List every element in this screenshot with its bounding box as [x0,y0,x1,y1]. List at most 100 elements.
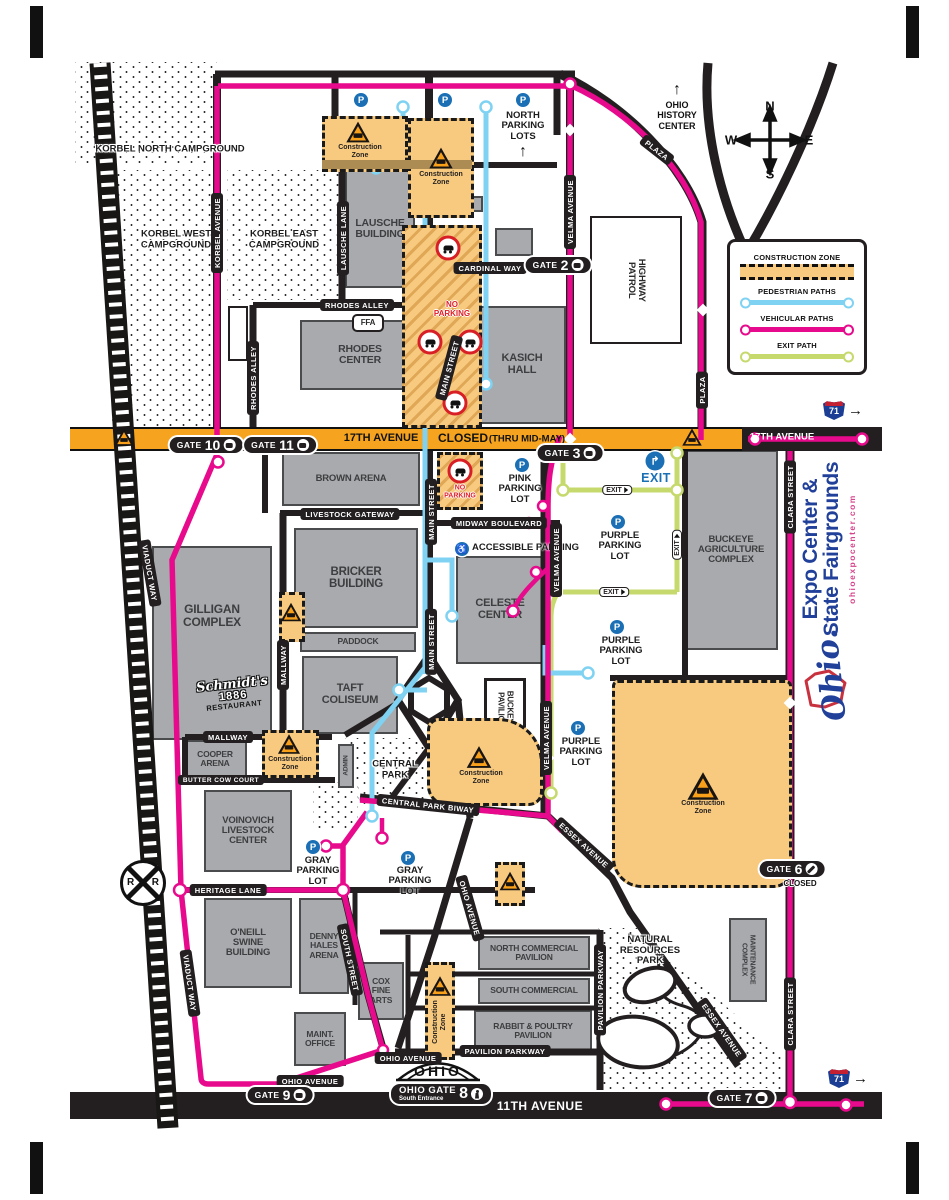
korbel-east-label: KORBEL EAST CAMPGROUND [248,228,320,250]
interstate-71-marker: 71 → [823,400,863,420]
no-parking-car-icon [417,329,443,355]
gate-number: 11 [279,437,294,453]
legend-construction: CONSTRUCTION ZONE [740,253,854,280]
right-arrow-icon: → [853,1069,868,1087]
building-brown-arena: BROWN ARENA [282,452,420,506]
legend-exit: EXIT PATH [740,341,854,361]
building-label: GILLIGAN COMPLEX [183,602,241,629]
parking-icon: P [306,840,320,854]
purple-parking-label: PURPLE PARKING LOT [599,635,643,667]
legend-label: PEDESTRIAN PATHS [758,287,836,296]
street-main-street-s: MAIN STREET [425,609,437,675]
gate-number: 2 [560,257,569,273]
parking-icon: P [611,515,625,529]
ohio-state-outline-icon [804,669,847,709]
construction-warning-icon [687,772,719,800]
parking-icon: P [401,851,415,865]
construction-warning-icon [682,428,702,446]
street-cardinal-way: CARDINAL WAY [453,262,527,274]
street-pavilion-parkway-h: PAVILION PARKWAY [459,1045,551,1057]
street-clara-street-s: CLARA STREET [784,977,796,1051]
building-label: CELESTE CENTER [475,597,525,621]
building-label: PADDOCK [337,636,379,647]
construction-road [322,160,472,169]
gate-number: 3 [572,445,581,461]
gate-booth-icon [583,447,596,459]
street-mallway-h: MALLWAY [203,731,253,743]
building-label: TAFT COLISEUM [321,682,379,706]
street-pavilion-parkway-v: PAVILION PARKWAY [594,944,606,1036]
building-small [228,306,248,361]
street-velma-avenue-s: VELMA AVENUE [540,701,552,775]
gate-pedestrian-icon [471,1088,484,1100]
building-label: FFA [360,317,376,327]
street-livestock-gateway: LIVESTOCK GATEWAY [300,508,400,520]
construction-warning-icon [114,428,134,446]
crop-mark [906,1142,919,1194]
gate-number: 7 [744,1090,753,1106]
street-11th-avenue: 11TH AVENUE [496,1099,584,1113]
compass-n: N [765,98,775,114]
construction-zone-label: Construction Zone [459,769,503,785]
parking-icon: P [438,93,452,107]
exit-icon: ↱ [645,451,665,471]
construction-warning-icon [346,121,370,143]
building-label: VOINOVICH LIVESTOCK CENTER [221,814,275,847]
legend-label: CONSTRUCTION ZONE [753,253,841,262]
building-label: KASICH HALL [501,352,543,376]
gate-word: GATE [251,440,277,450]
street-17th-closed: CLOSED [437,431,489,445]
gate-word: GATE [532,260,558,270]
purple-parking-label: PURPLE PARKING LOT [598,530,642,562]
gate-number: 9 [282,1087,291,1103]
no-parking-car-icon [447,458,473,484]
legend-label: VEHICULAR PATHS [760,314,834,323]
legend: CONSTRUCTION ZONE PEDESTRIAN PATHS VEHIC… [727,239,867,375]
construction-warning-icon [466,746,492,768]
interstate-71-marker: 71 → [828,1068,868,1088]
exit-swatch [744,354,850,359]
street-main-street-c: MAIN STREET [425,479,437,545]
korbel-east-campground-area [227,170,340,300]
gate-6-closed-note: CLOSED [783,879,817,888]
korbel-west-label: KORBEL WEST CAMPGROUND [140,228,212,250]
gate-number: 10 [204,437,221,453]
parking-icon: P [610,620,624,634]
building-bricker: BRICKER BUILDING [294,528,418,628]
parking-icon: P [571,721,585,735]
building-voinovich-livestock: VOINOVICH LIVESTOCK CENTER [204,790,292,872]
construction-warning-icon [429,147,453,169]
compass-e: E [804,132,814,148]
rr-letter: R [151,877,159,888]
crop-mark [906,6,919,58]
path-nodes [172,77,869,1112]
gate-word: GATE [716,1093,742,1103]
construction-zone-label: Construction Zone [338,143,382,159]
gate-booth-icon [296,439,309,451]
purple-parking-label: PURPLE PARKING LOT [559,736,603,768]
gate-word: GATE [766,864,792,874]
street-17th-avenue: 17TH AVENUE [343,432,419,444]
building-oneill-swine: O'NEILL SWINE BUILDING [204,898,292,988]
street-rhodes-alley-v: RHODES ALLEY [247,341,259,415]
building-celeste-center: CELESTE CENTER [456,556,544,664]
building-label: O'NEILL SWINE BUILDING [225,926,271,959]
construction-zone-label: Construction Zone [268,755,312,771]
accessible-parking-label: ACCESSIBLE PARKING [472,542,579,553]
history-arrow-icon: ↑ [673,81,681,98]
construction-warning-icon [499,871,521,891]
construction-zone-label: Construction Zone [431,1000,447,1044]
accessible-parking-icon: ♿ [455,542,469,556]
street-heritage-lane: HERITAGE LANE [189,884,267,896]
railroad-track [89,62,179,1129]
legend-label: EXIT PATH [777,341,817,350]
compass-icon [732,103,808,177]
building-north-commercial: NORTH COMMERCIAL PAVILION [478,936,590,970]
compass-s: S [765,166,775,182]
building-label: RHODES CENTER [338,342,382,366]
building-small [495,228,533,256]
